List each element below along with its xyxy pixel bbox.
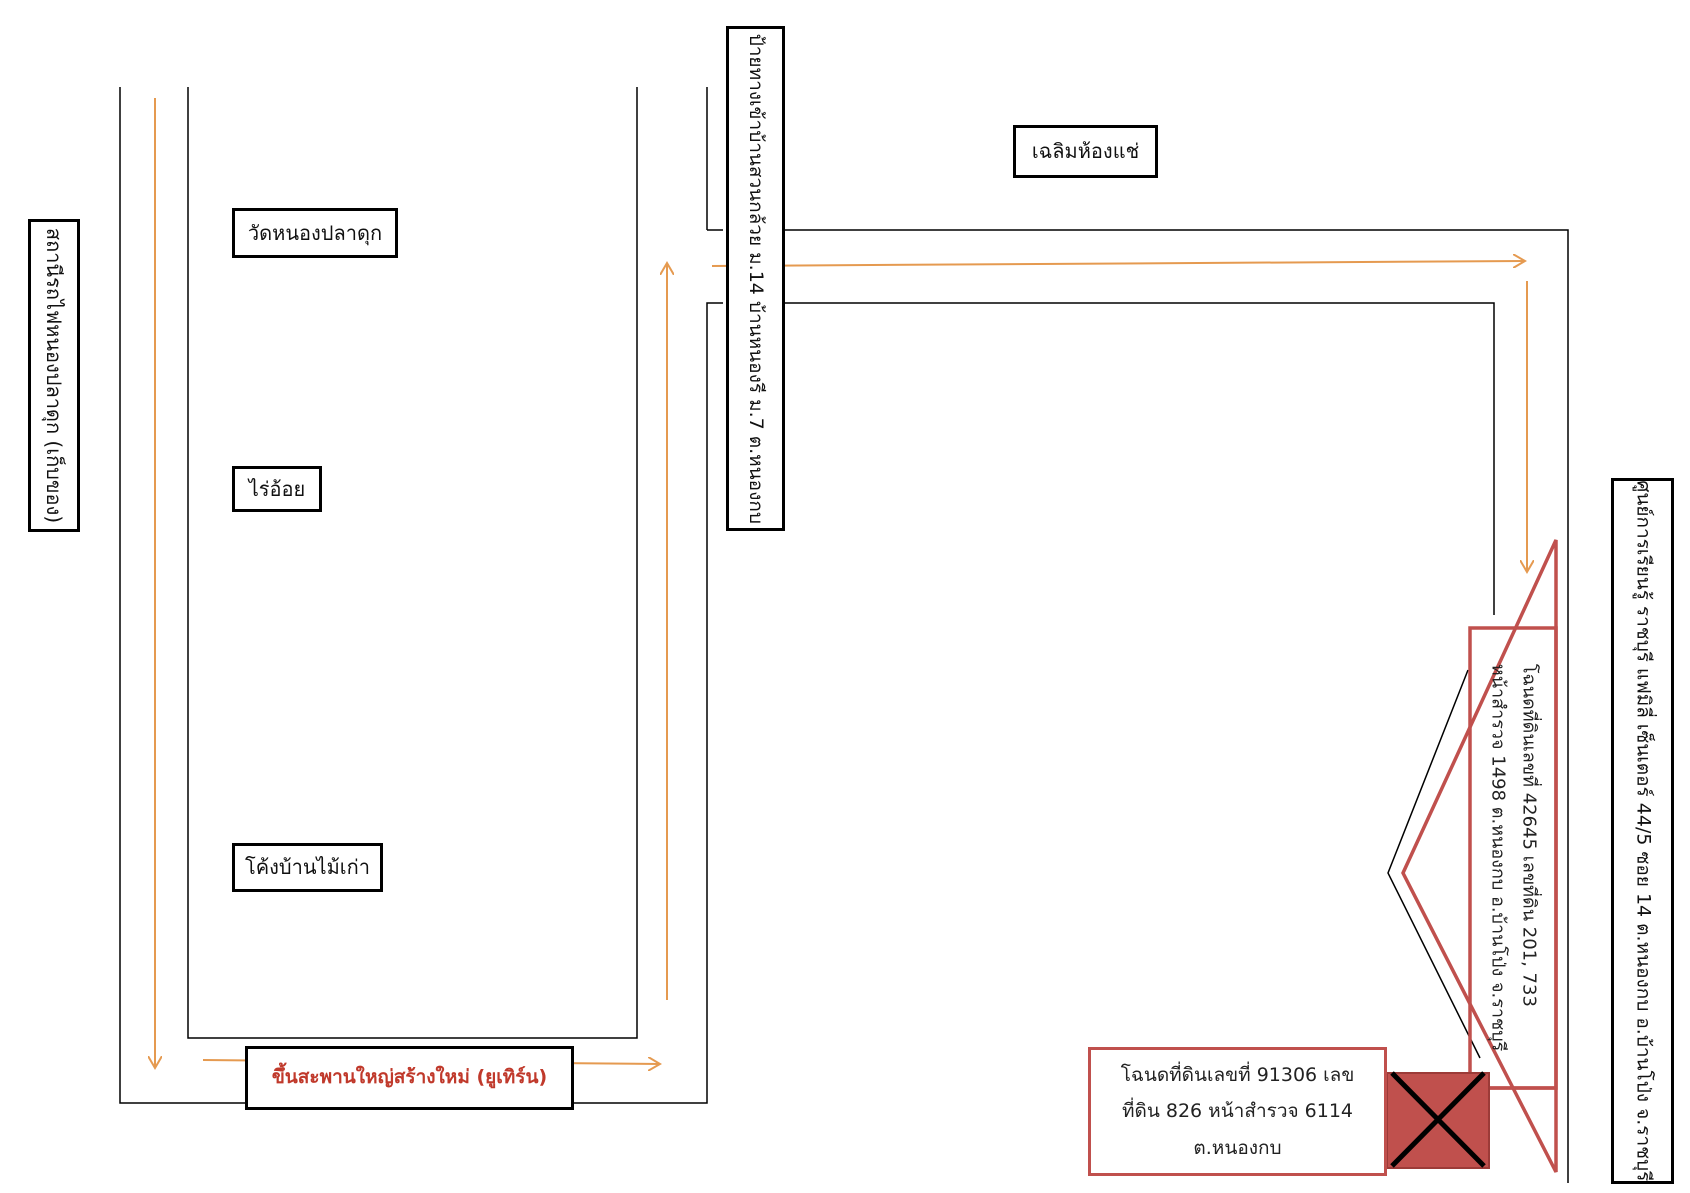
- road-upper-inner-edge: [785, 302, 1495, 615]
- learning-center-label-text: ศูนย์การเรียนรู้ ราชบุรี แฟมิลี่ เซ็นเตอ…: [1632, 480, 1655, 1182]
- deed-main-text: โฉนดที่ดินเลขที่ 42645 เลขที่ดิน 201, 73…: [1470, 628, 1556, 1088]
- marked-plot: [1386, 1071, 1490, 1169]
- x-mark-line-2: [1390, 1071, 1486, 1168]
- village-sign-label: ป้ายทางเข้าบ้านสวนกล้วย ม.14 บ้านหนองรี …: [726, 26, 785, 531]
- road-upper-outer-edge: [785, 229, 1569, 1183]
- village-sign-label-text: ป้ายทางเข้าบ้านสวนกล้วย ม.14 บ้านหนองรี …: [745, 33, 768, 524]
- road-left-u: [119, 87, 723, 1104]
- road-left-inner-edge: [187, 87, 638, 1039]
- road-left-outer-edge: [119, 87, 723, 1104]
- bridge-label-text: ขึ้นสะพานใหญ่สร้างใหม่ (ยูเทิร์น): [271, 1066, 548, 1089]
- learning-center-label: ศูนย์การเรียนรู้ ราชบุรี แฟมิลี่ เซ็นเตอ…: [1611, 478, 1674, 1184]
- old-wood-bend-label: โค้งบ้านไม้เก่า: [232, 843, 383, 892]
- old-wood-bend-label-text: โค้งบ้านไม้เก่า: [245, 855, 370, 879]
- rai-oi-label-text: ไร่อ้อย: [248, 476, 306, 501]
- deed-small-box: โฉนดที่ดินเลขที่ 91306 เลขที่ดิน 826 หน้…: [1088, 1047, 1387, 1176]
- chaloem-label-text: เฉลิมห้องแช่: [1031, 139, 1140, 163]
- bridge-label: ขึ้นสะพานใหญ่สร้างใหม่ (ยูเทิร์น): [245, 1046, 574, 1110]
- chaloem-label: เฉลิมห้องแช่: [1013, 125, 1158, 178]
- road-spur: [1387, 669, 1481, 1059]
- station-label: สถานีรถไฟหนองปลาดุก (เก็บของ): [28, 219, 80, 532]
- plot-shapes: [1401, 539, 1558, 1173]
- temple-label-text: วัดหนองปลาดุก: [247, 220, 383, 245]
- road-upper: [785, 229, 1569, 1183]
- station-label-text: สถานีรถไฟหนองปลาดุก (เก็บของ): [42, 227, 67, 524]
- deed-main-line-2: หน้าสำรวจ 1498 ต.หนองกบ อ.บ้านโป่ง จ.ราช…: [1488, 664, 1510, 1052]
- temple-label: วัดหนองปลาดุก: [232, 208, 398, 258]
- route-arrow-east: [711, 261, 1525, 266]
- deed-main-line-1: โฉนดที่ดินเลขที่ 42645 เลขที่ดิน 201, 73…: [1518, 664, 1540, 1008]
- rai-oi-label: ไร่อ้อย: [232, 466, 322, 512]
- deed-small-text: โฉนดที่ดินเลขที่ 91306 เลขที่ดิน 826 หน้…: [1120, 1064, 1355, 1159]
